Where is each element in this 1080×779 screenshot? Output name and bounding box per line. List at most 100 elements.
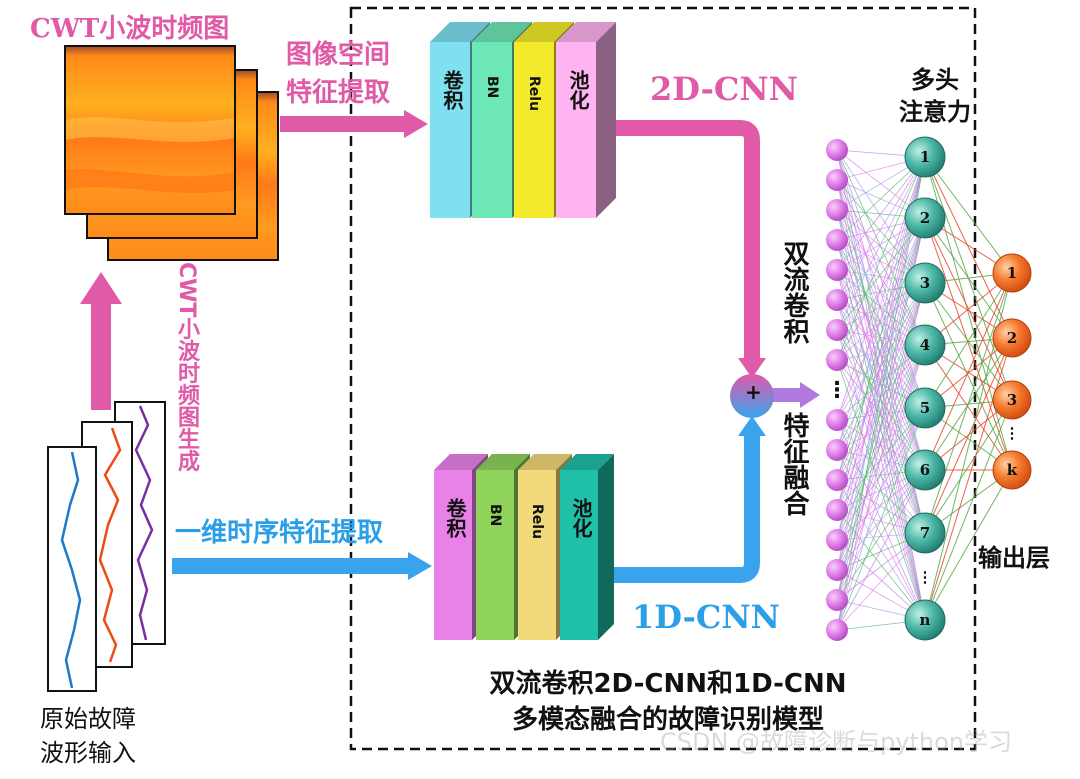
block-label: Relu <box>529 504 545 540</box>
connection <box>924 337 1013 621</box>
connection <box>924 399 1013 534</box>
cwt-title: CWT小波时频图 <box>30 14 230 44</box>
connection <box>836 407 926 631</box>
attention-node <box>904 262 946 304</box>
connection <box>836 282 926 451</box>
block-face <box>556 42 596 218</box>
connection <box>924 344 1013 471</box>
attention-node-label: 6 <box>920 461 930 479</box>
input-node <box>826 169 848 191</box>
block-label: BN <box>484 76 500 99</box>
cnn1d-label: 1D-CNN <box>632 598 780 636</box>
connection <box>836 359 926 534</box>
block-label: 池化 <box>569 498 593 538</box>
image-feature-line2: 特征提取 <box>286 78 391 108</box>
input-node <box>826 499 848 521</box>
cwt-image-stack <box>64 45 279 261</box>
fusion-out-arrow <box>772 382 820 408</box>
input-node <box>826 559 848 581</box>
output-node-label: 2 <box>1007 329 1017 347</box>
connection <box>836 269 926 471</box>
image-feature-arrow <box>280 110 428 138</box>
block-label: Relu <box>526 76 542 112</box>
connection <box>836 156 926 631</box>
block-face <box>472 42 512 218</box>
connection <box>836 282 926 511</box>
block-face <box>560 470 598 640</box>
seq-feature-arrow <box>172 552 432 580</box>
connection <box>836 156 926 421</box>
fusion-circle <box>730 374 774 418</box>
connection <box>836 469 926 631</box>
connection <box>836 282 926 421</box>
connection <box>836 469 926 601</box>
attention-line2: 注意力 <box>899 98 971 126</box>
dual-conv-label: 双流卷积 <box>779 240 809 344</box>
input-node <box>826 259 848 281</box>
output-node <box>992 253 1032 293</box>
input-node <box>826 319 848 341</box>
block-top <box>434 454 488 470</box>
input-node <box>826 439 848 461</box>
attention-dots: ⋮ <box>918 568 933 586</box>
connection <box>836 407 926 541</box>
connection <box>836 282 926 541</box>
generate-arrow-up <box>80 272 122 410</box>
connection <box>836 407 926 511</box>
fusion-plus: + <box>745 380 762 404</box>
connection <box>836 156 926 301</box>
watermark: CSDN @故障诊断与python学习 <box>660 728 1013 756</box>
attention-node-label: 2 <box>920 209 930 227</box>
connection <box>836 299 926 471</box>
connection <box>924 156 1013 339</box>
model-title: 双流卷积2D-CNN和1D-CNN 多模态融合的故障识别模型 <box>438 666 898 738</box>
attention-node <box>904 136 946 178</box>
connection <box>924 337 1013 534</box>
connection <box>924 156 1013 274</box>
block-label: 卷积 <box>443 498 467 538</box>
block-face <box>514 42 554 218</box>
connection <box>836 209 926 409</box>
connection <box>836 419 926 534</box>
block-side <box>598 454 614 640</box>
connection <box>836 209 926 346</box>
attention-node <box>904 512 946 554</box>
connection <box>836 344 926 601</box>
input-node <box>826 469 848 491</box>
block-face <box>518 470 556 640</box>
attention-line1: 多头 <box>911 66 959 94</box>
output-dots: ⋮ <box>1005 424 1020 442</box>
output-node <box>992 318 1032 358</box>
block-label: 池化 <box>566 70 590 110</box>
output-node-label: k <box>1007 461 1018 479</box>
attention-node <box>904 599 946 641</box>
input-node <box>826 529 848 551</box>
waveform-panels <box>47 401 166 692</box>
connection <box>836 156 926 331</box>
input-node <box>826 619 848 641</box>
attention-node <box>904 449 946 491</box>
cnn1d-blocks <box>434 454 614 640</box>
output-layer-label: 输出层 <box>978 544 1050 572</box>
attention-node-label: 1 <box>920 148 930 166</box>
image-feature-label: 图像空间 特征提取 <box>286 36 390 112</box>
attention-node <box>904 324 946 366</box>
output-node <box>992 450 1032 490</box>
connection <box>836 179 926 346</box>
connection <box>924 272 1013 409</box>
input-node <box>826 589 848 611</box>
attention-node-label: 7 <box>920 524 930 542</box>
connection <box>836 407 926 571</box>
cnn2d-blocks <box>430 22 616 218</box>
cwt-generate-label: CWT小波时频图生成 <box>174 262 199 472</box>
block-side <box>596 22 616 218</box>
connection <box>836 329 926 471</box>
connection <box>836 282 926 481</box>
image-feature-line1: 图像空间 <box>286 40 391 70</box>
attention-node <box>904 387 946 429</box>
block-top <box>476 454 530 470</box>
connection <box>836 359 926 471</box>
attention-label: 多头 注意力 <box>890 64 980 128</box>
